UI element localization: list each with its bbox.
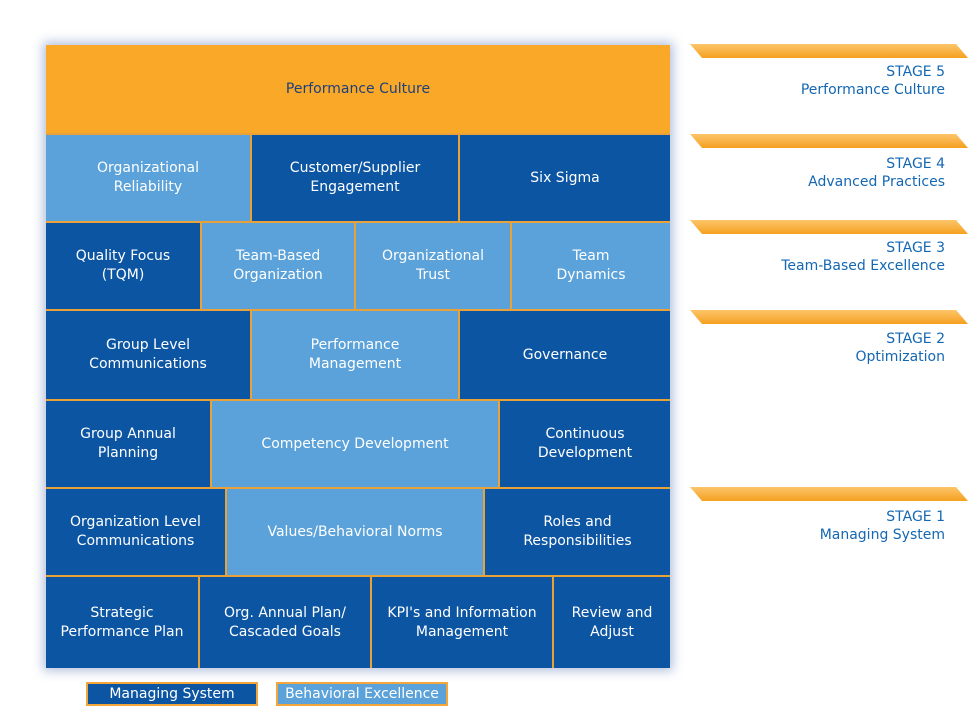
stage-5-number: STAGE 5	[886, 64, 945, 80]
framework-diagram: Performance Culture Organizational Relia…	[46, 45, 670, 668]
stage-3-name: Team-Based Excellence	[781, 258, 945, 274]
block-strategic-performance-plan: Strategic Performance Plan	[46, 577, 198, 668]
diagram-row-stage4: Organizational Reliability Customer/Supp…	[46, 135, 670, 221]
block-group-annual-planning: Group Annual Planning	[46, 401, 210, 487]
stage-5-ribbon	[690, 44, 968, 58]
stage-1-name: Managing System	[819, 527, 945, 543]
stage-3-number: STAGE 3	[886, 240, 945, 256]
stage-2-label: STAGE 2 Optimization	[675, 330, 945, 366]
block-organizational-trust: Organizational Trust	[356, 223, 510, 309]
stage-1-ribbon	[690, 487, 968, 501]
stage-2-ribbon	[690, 310, 968, 324]
legend-behavioral-excellence: Behavioral Excellence	[276, 682, 448, 706]
block-six-sigma: Six Sigma	[460, 135, 670, 221]
diagram-row-stage2: Group Level Communications Performance M…	[46, 311, 670, 399]
stage-5-name: Performance Culture	[800, 82, 945, 98]
block-kpis-information-management: KPI's and Information Management	[372, 577, 552, 668]
stage-3-ribbon	[690, 220, 968, 234]
stage-4-number: STAGE 4	[886, 156, 945, 172]
diagram-row-stage3: Quality Focus (TQM) Team-Based Organizat…	[46, 223, 670, 309]
block-group-level-communications: Group Level Communications	[46, 311, 250, 399]
stage-4-ribbon	[690, 134, 968, 148]
stage-4-name: Advanced Practices	[808, 174, 945, 190]
legend-managing-system: Managing System	[86, 682, 258, 706]
block-org-annual-plan: Org. Annual Plan/ Cascaded Goals	[200, 577, 370, 668]
stage-2-number: STAGE 2	[886, 331, 945, 347]
block-values-behavioral-norms: Values/Behavioral Norms	[227, 489, 483, 575]
diagram-row-stage5: Performance Culture	[46, 45, 670, 133]
diagram-row-stage1-top: Group Annual Planning Competency Develop…	[46, 401, 670, 487]
stage-1-label: STAGE 1 Managing System	[675, 508, 945, 544]
stage-5-label: STAGE 5 Performance Culture	[675, 63, 945, 99]
block-continuous-development: Continuous Development	[500, 401, 670, 487]
diagram-row-stage1-base: Strategic Performance Plan Org. Annual P…	[46, 577, 670, 668]
stage-4-label: STAGE 4 Advanced Practices	[675, 155, 945, 191]
block-governance: Governance	[460, 311, 670, 399]
block-team-dynamics: Team Dynamics	[512, 223, 670, 309]
stage-2-name: Optimization	[855, 349, 945, 365]
block-organization-level-communications: Organization Level Communications	[46, 489, 225, 575]
diagram-row-stage1-mid: Organization Level Communications Values…	[46, 489, 670, 575]
block-roles-and-responsibilities: Roles and Responsibilities	[485, 489, 670, 575]
block-organizational-reliability: Organizational Reliability	[46, 135, 250, 221]
block-team-based-organization: Team-Based Organization	[202, 223, 354, 309]
block-review-and-adjust: Review and Adjust	[554, 577, 670, 668]
stage-3-label: STAGE 3 Team-Based Excellence	[675, 239, 945, 275]
stage-1-number: STAGE 1	[886, 509, 945, 525]
block-performance-culture: Performance Culture	[46, 45, 670, 133]
block-quality-focus: Quality Focus (TQM)	[46, 223, 200, 309]
block-performance-management: Performance Management	[252, 311, 458, 399]
block-competency-development: Competency Development	[212, 401, 498, 487]
block-customer-supplier-engagement: Customer/Supplier Engagement	[252, 135, 458, 221]
